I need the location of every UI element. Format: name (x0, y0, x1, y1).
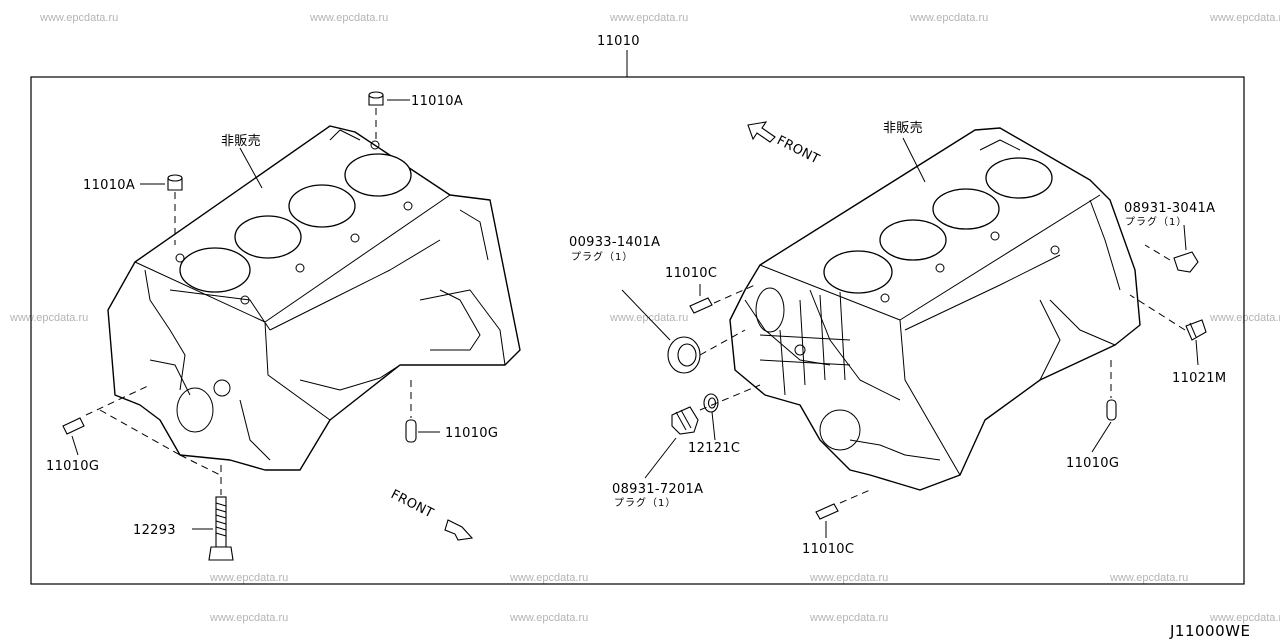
label-08931-3041A-sub: プラグ（1） (1125, 215, 1187, 228)
label-11010C-top[interactable]: 11010C (665, 266, 717, 281)
label-11010G-right[interactable]: 11010G (1066, 456, 1119, 471)
label-nonsale-left: 非販売 (221, 133, 261, 149)
watermark: www.epcdata.ru (909, 12, 988, 24)
pin-11010G[interactable] (1106, 399, 1117, 421)
watermark: www.epcdata.ru (9, 312, 88, 324)
watermark: www.epcdata.ru (1209, 612, 1280, 624)
watermark: www.epcdata.ru (209, 612, 288, 624)
watermark: www.epcdata.ru (39, 12, 118, 24)
label-11010G-left[interactable]: 11010G (46, 459, 99, 474)
watermark: www.epcdata.ru (209, 572, 288, 584)
watermark: www.epcdata.ru (509, 612, 588, 624)
front-arrow-icon (747, 121, 776, 143)
left-small-parts (62, 91, 474, 561)
label-00933-1401A-sub: プラグ（1） (571, 250, 633, 263)
plug-08931-3041A[interactable] (1173, 251, 1199, 273)
pin-11010G[interactable] (62, 417, 85, 435)
left-cylinder-block (107, 125, 521, 471)
right-small-parts (621, 121, 1207, 538)
label-11010G-mid[interactable]: 11010G (445, 426, 498, 441)
label-11010C-bottom[interactable]: 11010C (802, 542, 854, 557)
label-11021M[interactable]: 11021M (1172, 371, 1226, 386)
watermark: www.epcdata.ru (509, 572, 588, 584)
watermark: www.epcdata.ru (809, 572, 888, 584)
watermark: www.epcdata.ru (1109, 572, 1188, 584)
label-12293[interactable]: 12293 (133, 523, 176, 538)
label-08931-3041A[interactable]: 08931-3041A (1124, 201, 1215, 216)
right-cylinder-block (729, 127, 1141, 491)
pin-11010C[interactable] (815, 503, 839, 520)
label-11010A-left[interactable]: 11010A (83, 178, 135, 193)
label-12121C[interactable]: 12121C (688, 441, 740, 456)
watermark: www.epcdata.ru (309, 12, 388, 24)
watermark: www.epcdata.ru (809, 612, 888, 624)
watermark: www.epcdata.ru (1209, 12, 1280, 24)
diagram-code: J11000WE (1169, 622, 1250, 640)
diagram-frame (30, 76, 1245, 585)
label-08931-7201A-sub: プラグ（1） (614, 496, 676, 509)
label-nonsale-right: 非販売 (883, 120, 923, 136)
main-part-number[interactable]: 11010 (597, 34, 640, 49)
label-front-left: FRONT (388, 487, 436, 521)
pin-11010C[interactable] (689, 297, 713, 314)
label-front-right: FRONT (774, 133, 822, 167)
label-08931-7201A[interactable]: 08931-7201A (612, 482, 703, 497)
front-arrow-icon (444, 519, 474, 541)
label-00933-1401A[interactable]: 00933-1401A (569, 235, 660, 250)
label-11010A-top[interactable]: 11010A (411, 94, 463, 109)
pin-11010G[interactable] (405, 419, 417, 443)
watermark: www.epcdata.ru (609, 12, 688, 24)
plug-08931-7201A[interactable] (671, 406, 699, 435)
